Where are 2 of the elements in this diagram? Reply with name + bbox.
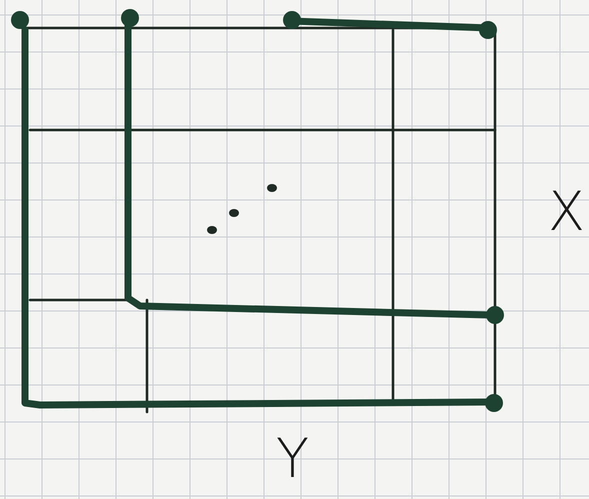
axis-label: X [548, 185, 585, 239]
axis-label: Y [276, 432, 309, 486]
